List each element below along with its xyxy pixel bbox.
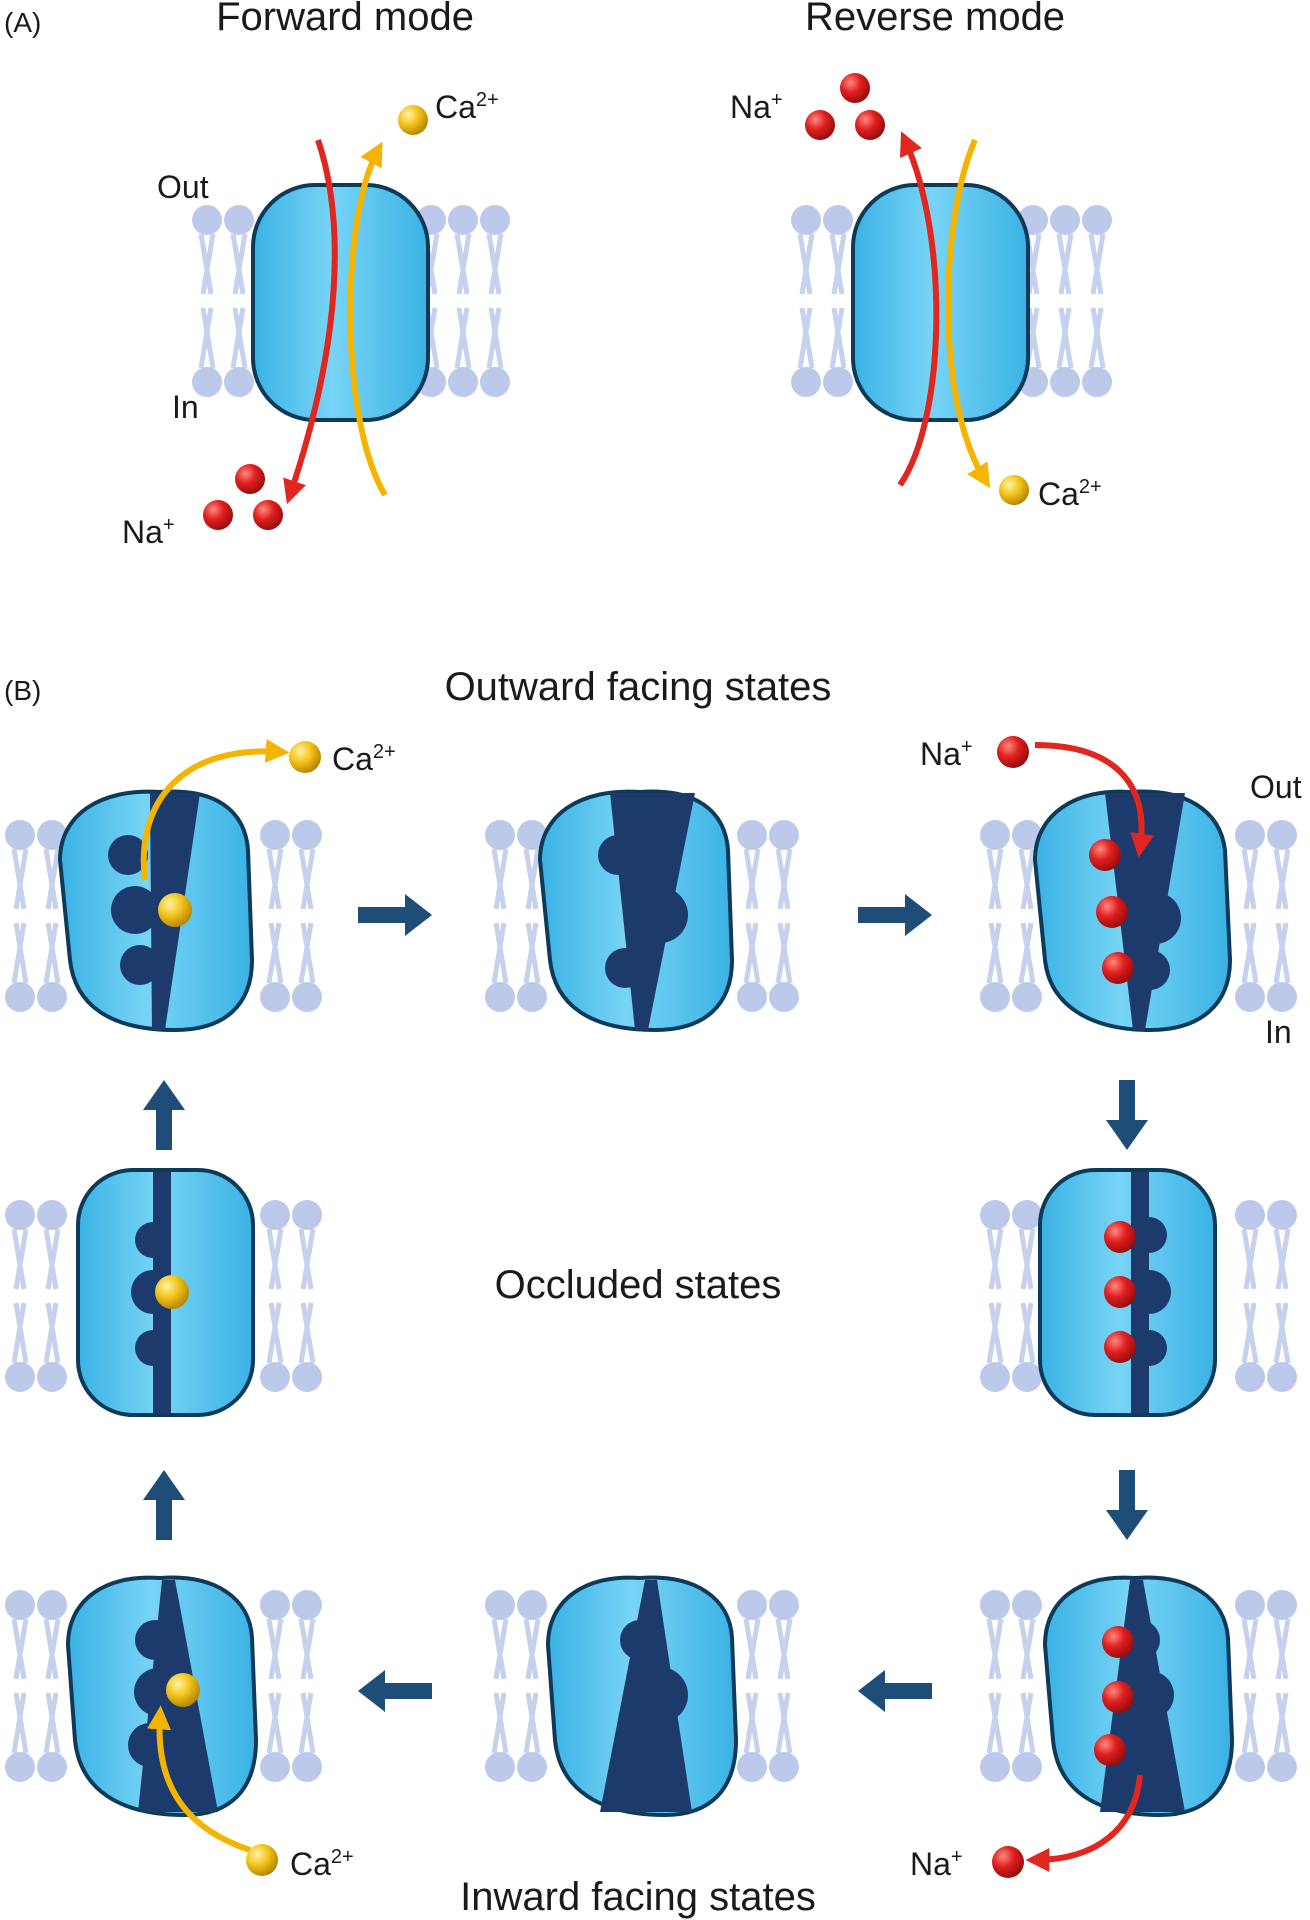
cycle-arrow-icon [358,1670,432,1712]
forward-exchanger-protein [251,183,430,422]
forward-in-label: In [172,389,199,425]
reverse-calcium-arrow [945,138,991,489]
panel-a-label: (A) [4,7,41,38]
cycle-arrow-icon [143,1080,185,1150]
occluded-states-title: Occluded states [495,1263,782,1307]
forward-sodium-ion [235,464,265,494]
reverse-ca-label: Ca2+ [1038,476,1102,512]
state-inward-sodium: Na+ [910,1575,1297,1882]
forward-calcium-arrow [347,141,388,497]
incoming-calcium-ion [246,1844,278,1876]
incoming-sodium-ion [997,736,1029,768]
forward-sodium-ion [253,500,283,530]
top-left-ca-label: Ca2+ [332,741,396,777]
bound-sodium-ion [1089,839,1121,871]
bound-sodium-ion [1102,1626,1134,1658]
forward-out-label: Out [157,169,209,205]
bottom-right-na-label: Na+ [910,1846,963,1882]
bound-calcium-ion [158,893,192,927]
panel-b-label: (B) [4,675,41,706]
reverse-exchanger-protein [851,183,1030,422]
forward-sodium-ion [203,500,233,530]
cycle-arrow-icon [1106,1080,1148,1150]
panel-a: (A) Forward mode Reverse mode Out In Ca2… [4,0,1112,550]
occluded-sodium-ion [1104,1276,1136,1308]
state-occluded-calcium [5,1168,322,1417]
bound-sodium-ion [1094,1734,1126,1766]
bound-calcium-ion [166,1673,200,1707]
state-inward-empty [485,1575,799,1818]
reverse-sodium-ion [805,110,835,140]
forward-sodium-arrow [283,139,338,505]
forward-na-label: Na+ [122,514,175,550]
sodium-entry-arrow [1034,742,1154,858]
reverse-calcium-ion [999,475,1029,505]
state-occluded-sodium [980,1168,1297,1417]
cycle-arrow-icon [858,1670,932,1712]
bottom-left-ca-label: Ca2+ [290,1846,354,1882]
top-right-na-label: Na+ [920,736,973,772]
bound-sodium-ion [1102,1681,1134,1713]
panel-b-in-label: In [1265,1014,1292,1050]
panel-b-out-label: Out [1250,769,1302,805]
bound-sodium-ion [1102,952,1134,984]
forward-calcium-ion [398,105,428,135]
forward-mode-title: Forward mode [216,0,474,39]
state-outward-sodium: Na+ [920,736,1297,1033]
forward-ca-label: Ca2+ [435,89,499,125]
occluded-sodium-ion [1104,1221,1136,1253]
sodium-release-arrow [1025,1774,1143,1872]
inward-facing-title: Inward facing states [460,1875,816,1919]
cycle-arrow-icon [143,1470,185,1540]
reverse-sodium-ion [855,110,885,140]
cycle-arrow-icon [358,894,432,936]
released-sodium-ion [992,1846,1024,1878]
state-inward-calcium: Ca2+ [5,1575,354,1882]
cycle-arrow-icon [858,894,932,936]
reverse-na-label: Na+ [730,89,783,125]
calcium-release-arrow [140,738,290,881]
released-calcium-ion [289,741,321,773]
occluded-sodium-ion [1104,1331,1136,1363]
bound-sodium-ion [1096,896,1128,928]
reverse-mode-title: Reverse mode [805,0,1065,39]
occluded-calcium-ion [155,1275,189,1309]
state-outward-empty [485,789,799,1033]
cycle-arrow-icon [1106,1470,1148,1540]
reverse-sodium-arrow [897,131,940,487]
calcium-entry-arrow [147,1705,251,1853]
panel-b: (B) Outward facing states Occluded state… [4,665,1302,1919]
state-outward-calcium: Ca2+ [5,738,396,1033]
reverse-sodium-ion [840,73,870,103]
outward-facing-title: Outward facing states [445,665,832,709]
